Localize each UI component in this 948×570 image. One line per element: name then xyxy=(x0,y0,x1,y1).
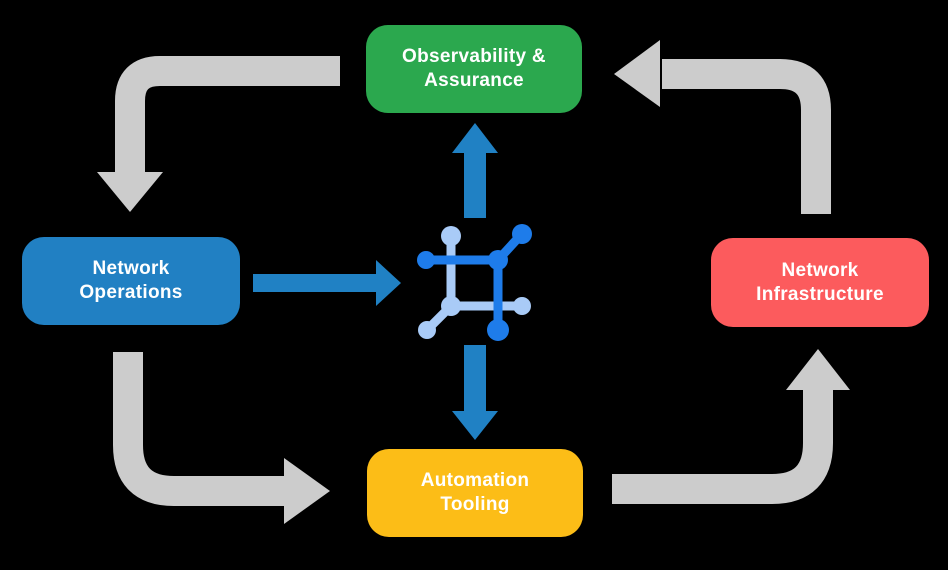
flow-arrow-automation-to-infrastructure-shaft xyxy=(612,388,833,504)
network-topology-icon xyxy=(417,224,532,341)
node-label-line: Infrastructure xyxy=(756,283,884,305)
flow-arrow-observability-to-operations-head xyxy=(97,172,163,212)
flow-arrow-operations-to-automation-shaft xyxy=(113,352,286,506)
flow-arrow-infrastructure-to-observability-head xyxy=(614,40,660,107)
flow-arrow-heads xyxy=(97,40,850,524)
data-arrow-heads xyxy=(376,123,498,440)
node-label-line: Network xyxy=(781,259,859,281)
network-icon-primary-nodes xyxy=(417,224,532,341)
node-label-line: Operations xyxy=(79,282,183,303)
node-automation-tooling: Automation Tooling xyxy=(367,449,583,537)
node-label-line: Automation xyxy=(420,470,530,491)
flow-arrow-operations-to-automation-head xyxy=(284,458,330,524)
network-icon-light-nodes xyxy=(418,226,531,339)
node-label-line: Tooling xyxy=(440,494,510,515)
flow-arrow-observability-to-operations-shaft xyxy=(115,56,340,174)
flow-arrow-infrastructure-to-observability-shaft xyxy=(662,59,831,214)
data-arrow-icon-to-automation-head xyxy=(452,411,498,440)
node-label-line: Assurance xyxy=(424,70,524,91)
data-arrow-icon-to-observability-head xyxy=(452,123,498,153)
node-network-infrastructure: Network Infrastructure xyxy=(711,238,929,327)
flow-arrow-shafts xyxy=(113,56,833,506)
node-label-line: Observability & xyxy=(402,46,546,67)
data-arrow-shafts xyxy=(253,152,486,412)
node-network-operations: Network Operations xyxy=(22,237,240,325)
data-arrow-operations-to-icon-head xyxy=(376,260,401,306)
node-label-line: Network xyxy=(92,258,170,279)
flow-arrow-automation-to-infrastructure-head xyxy=(786,349,850,390)
node-observability-assurance: Observability & Assurance xyxy=(366,25,582,113)
